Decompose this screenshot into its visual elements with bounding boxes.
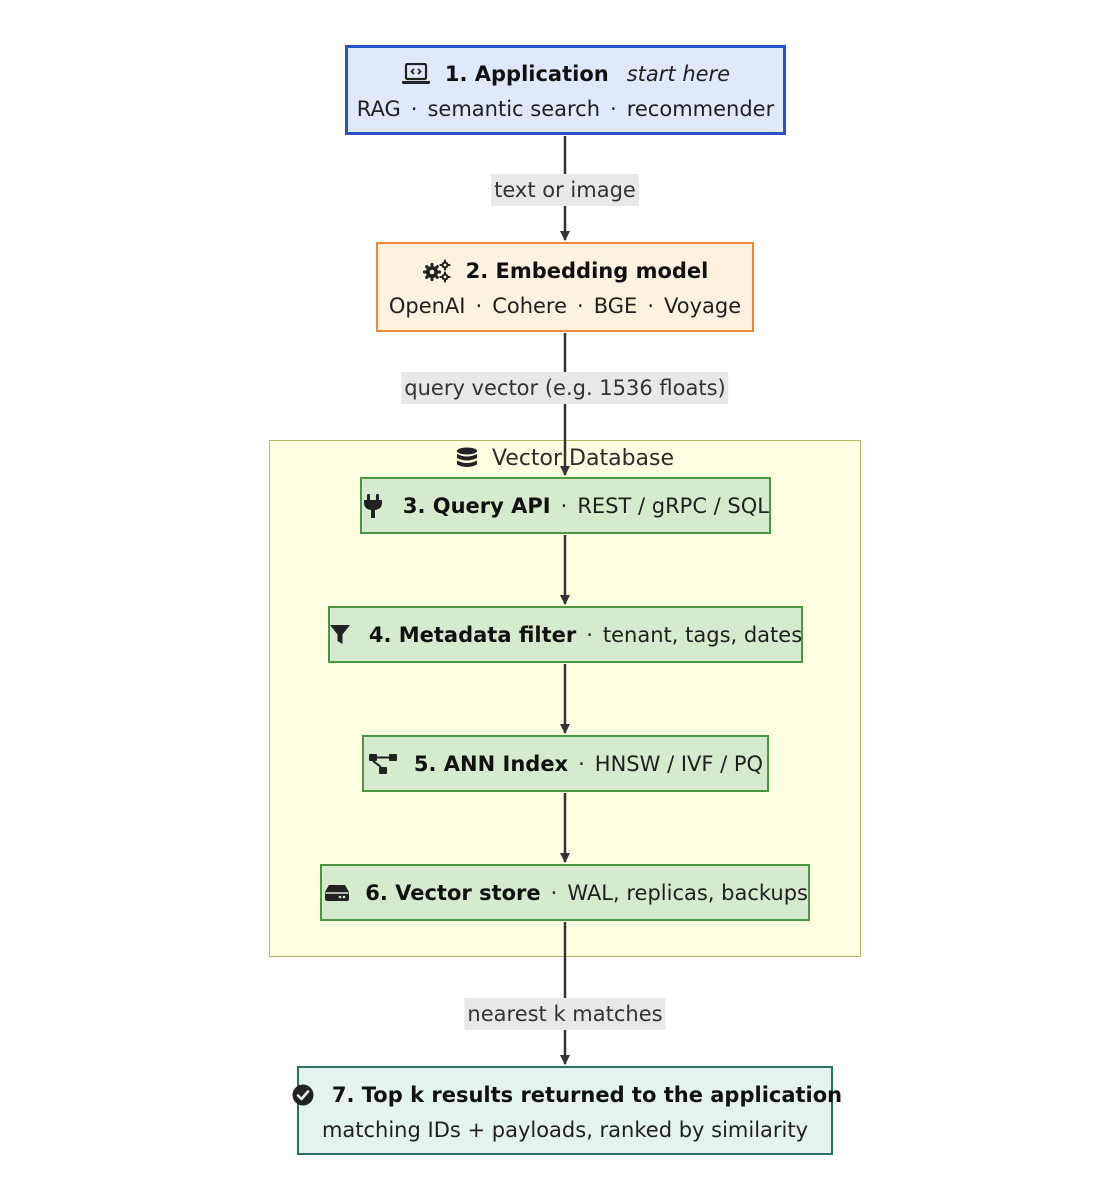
- database-icon: [456, 447, 478, 471]
- node-ann-index[interactable]: 5. ANN Index · HNSW / IVF / PQ: [362, 735, 769, 792]
- node-application-title: 1. Application: [444, 62, 609, 86]
- node-vector-store[interactable]: 6. Vector store · WAL, replicas, backups: [320, 864, 810, 921]
- node-filter-detail: tenant, tags, dates: [602, 622, 803, 647]
- laptop-code-icon: [401, 59, 431, 89]
- hard-drive-icon: [322, 878, 351, 908]
- plug-icon: [362, 491, 385, 521]
- node-store-detail: WAL, replicas, backups: [567, 880, 808, 905]
- cluster-title: Vector Database: [269, 446, 861, 471]
- node-results-title: 7. Top k results returned to the applica…: [331, 1082, 843, 1107]
- subtitle-item: semantic search: [427, 97, 601, 121]
- edge-label-nearest-k: nearest k matches: [464, 998, 666, 1030]
- filter-icon: [329, 620, 351, 650]
- subtitle-item: BGE: [593, 294, 638, 318]
- circle-check-icon: [288, 1080, 318, 1110]
- node-metadata-filter[interactable]: 4. Metadata filter · tenant, tags, dates: [328, 606, 803, 663]
- node-application[interactable]: 1. Application start here RAG · semantic…: [345, 45, 786, 135]
- separator: ·: [410, 97, 418, 121]
- separator: ·: [610, 97, 617, 121]
- node-results[interactable]: 7. Top k results returned to the applica…: [292, 1066, 842, 1155]
- cluster-label: Vector Database: [491, 446, 675, 471]
- separator: ·: [586, 622, 593, 647]
- node-store-title: 6. Vector store: [365, 880, 541, 905]
- separator: ·: [577, 294, 584, 318]
- separator: ·: [578, 751, 585, 776]
- node-embedding-title: 2. Embedding model: [465, 259, 709, 283]
- subtitle-item: Cohere: [492, 294, 568, 318]
- node-embedding-model[interactable]: 2. Embedding model OpenAI · Cohere · BGE…: [376, 242, 754, 332]
- node-filter-title: 4. Metadata filter: [368, 622, 577, 647]
- edge-label-query-vector: query vector (e.g. 1536 floats): [401, 372, 729, 404]
- subtitle-item: RAG: [356, 97, 401, 121]
- node-ann-detail: HNSW / IVF / PQ: [594, 751, 764, 776]
- separator: ·: [560, 493, 568, 518]
- separator: ·: [647, 294, 654, 318]
- node-results-subtitle: matching IDs + payloads, ranked by simil…: [321, 1117, 809, 1142]
- separator: ·: [475, 294, 483, 318]
- gears-icon: [422, 256, 452, 286]
- subtitle-item: Voyage: [664, 294, 742, 318]
- node-application-note: start here: [626, 62, 731, 86]
- edge-label-text-or-image: text or image: [491, 174, 639, 206]
- node-query-api-detail: REST / gRPC / SQL: [577, 493, 769, 518]
- node-query-api-title: 3. Query API: [402, 493, 551, 518]
- node-query-api[interactable]: 3. Query API · REST / gRPC / SQL: [360, 477, 771, 534]
- node-ann-title: 5. ANN Index: [413, 751, 569, 776]
- diagram-project-icon: [368, 749, 398, 779]
- subtitle-item: OpenAI: [388, 294, 466, 318]
- subtitle-item: recommender: [626, 97, 775, 121]
- separator: ·: [550, 880, 558, 905]
